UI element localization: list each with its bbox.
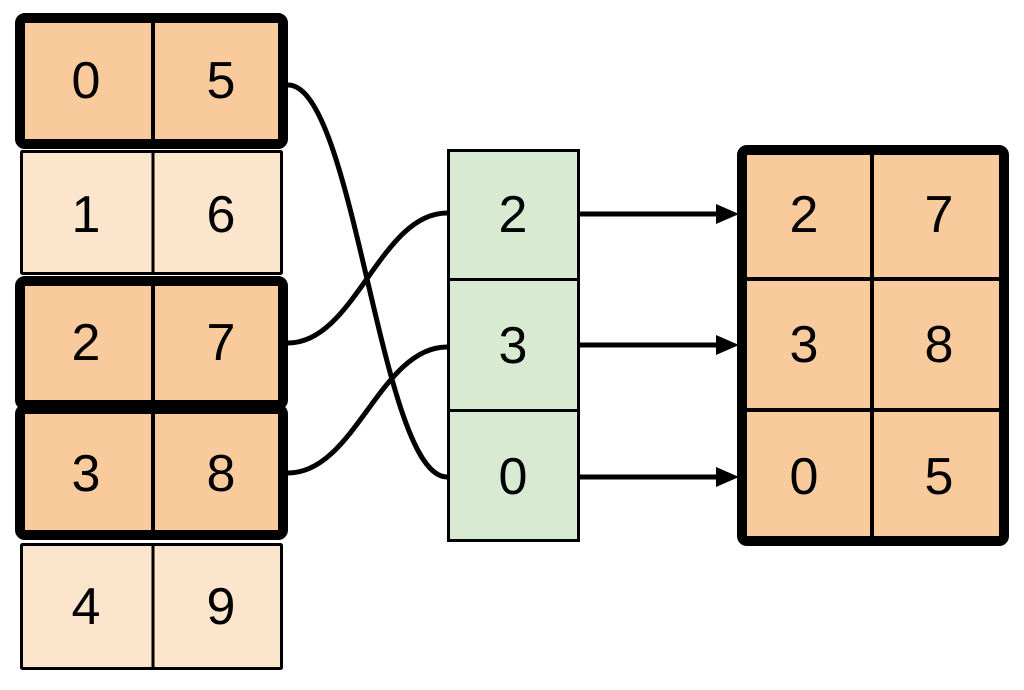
index-column xyxy=(447,149,580,542)
result-cell-2-1: 5 xyxy=(925,448,954,506)
source-cell-1-0: 1 xyxy=(72,186,101,244)
source-cell-3-1: 8 xyxy=(207,445,236,503)
source-cell-2-0: 2 xyxy=(72,314,101,372)
arrowhead-icon-1 xyxy=(716,335,739,355)
result-cell-0-0: 2 xyxy=(790,186,819,244)
source-row-2 xyxy=(15,276,288,410)
arrowhead-icon-0 xyxy=(716,204,739,224)
arrowhead-icon-2 xyxy=(716,467,739,487)
source-cell-4-1: 9 xyxy=(207,578,236,636)
source-cell-2-1: 7 xyxy=(207,314,236,372)
index-cell-2: 0 xyxy=(499,448,528,506)
arrow-index-1-to-result-row-1 xyxy=(580,335,739,355)
source-row-0 xyxy=(15,13,288,149)
source-cell-1-1: 6 xyxy=(207,186,236,244)
source-cell-0-0: 0 xyxy=(72,52,101,110)
curve-source-row-3-to-index-1 xyxy=(285,344,450,476)
result-cell-1-0: 3 xyxy=(790,316,819,374)
index-column-box xyxy=(447,149,580,542)
curve-source-row-2-to-index-0 xyxy=(285,210,450,346)
index-cell-0: 2 xyxy=(499,186,528,244)
source-row-3 xyxy=(15,404,288,540)
source-cell-0-1: 5 xyxy=(207,52,236,110)
result-cell-2-0: 0 xyxy=(790,448,819,506)
result-cell-0-1: 7 xyxy=(925,186,954,244)
index-cell-1: 3 xyxy=(499,317,528,375)
arrow-index-2-to-result-row-2 xyxy=(580,467,739,487)
source-cell-4-0: 4 xyxy=(72,578,101,636)
result-cell-1-1: 8 xyxy=(925,316,954,374)
source-row-1 xyxy=(20,150,283,275)
source-row-4 xyxy=(20,543,283,670)
source-cell-3-0: 3 xyxy=(72,445,101,503)
result-table xyxy=(737,145,1009,546)
arrow-index-0-to-result-row-0 xyxy=(580,204,739,224)
